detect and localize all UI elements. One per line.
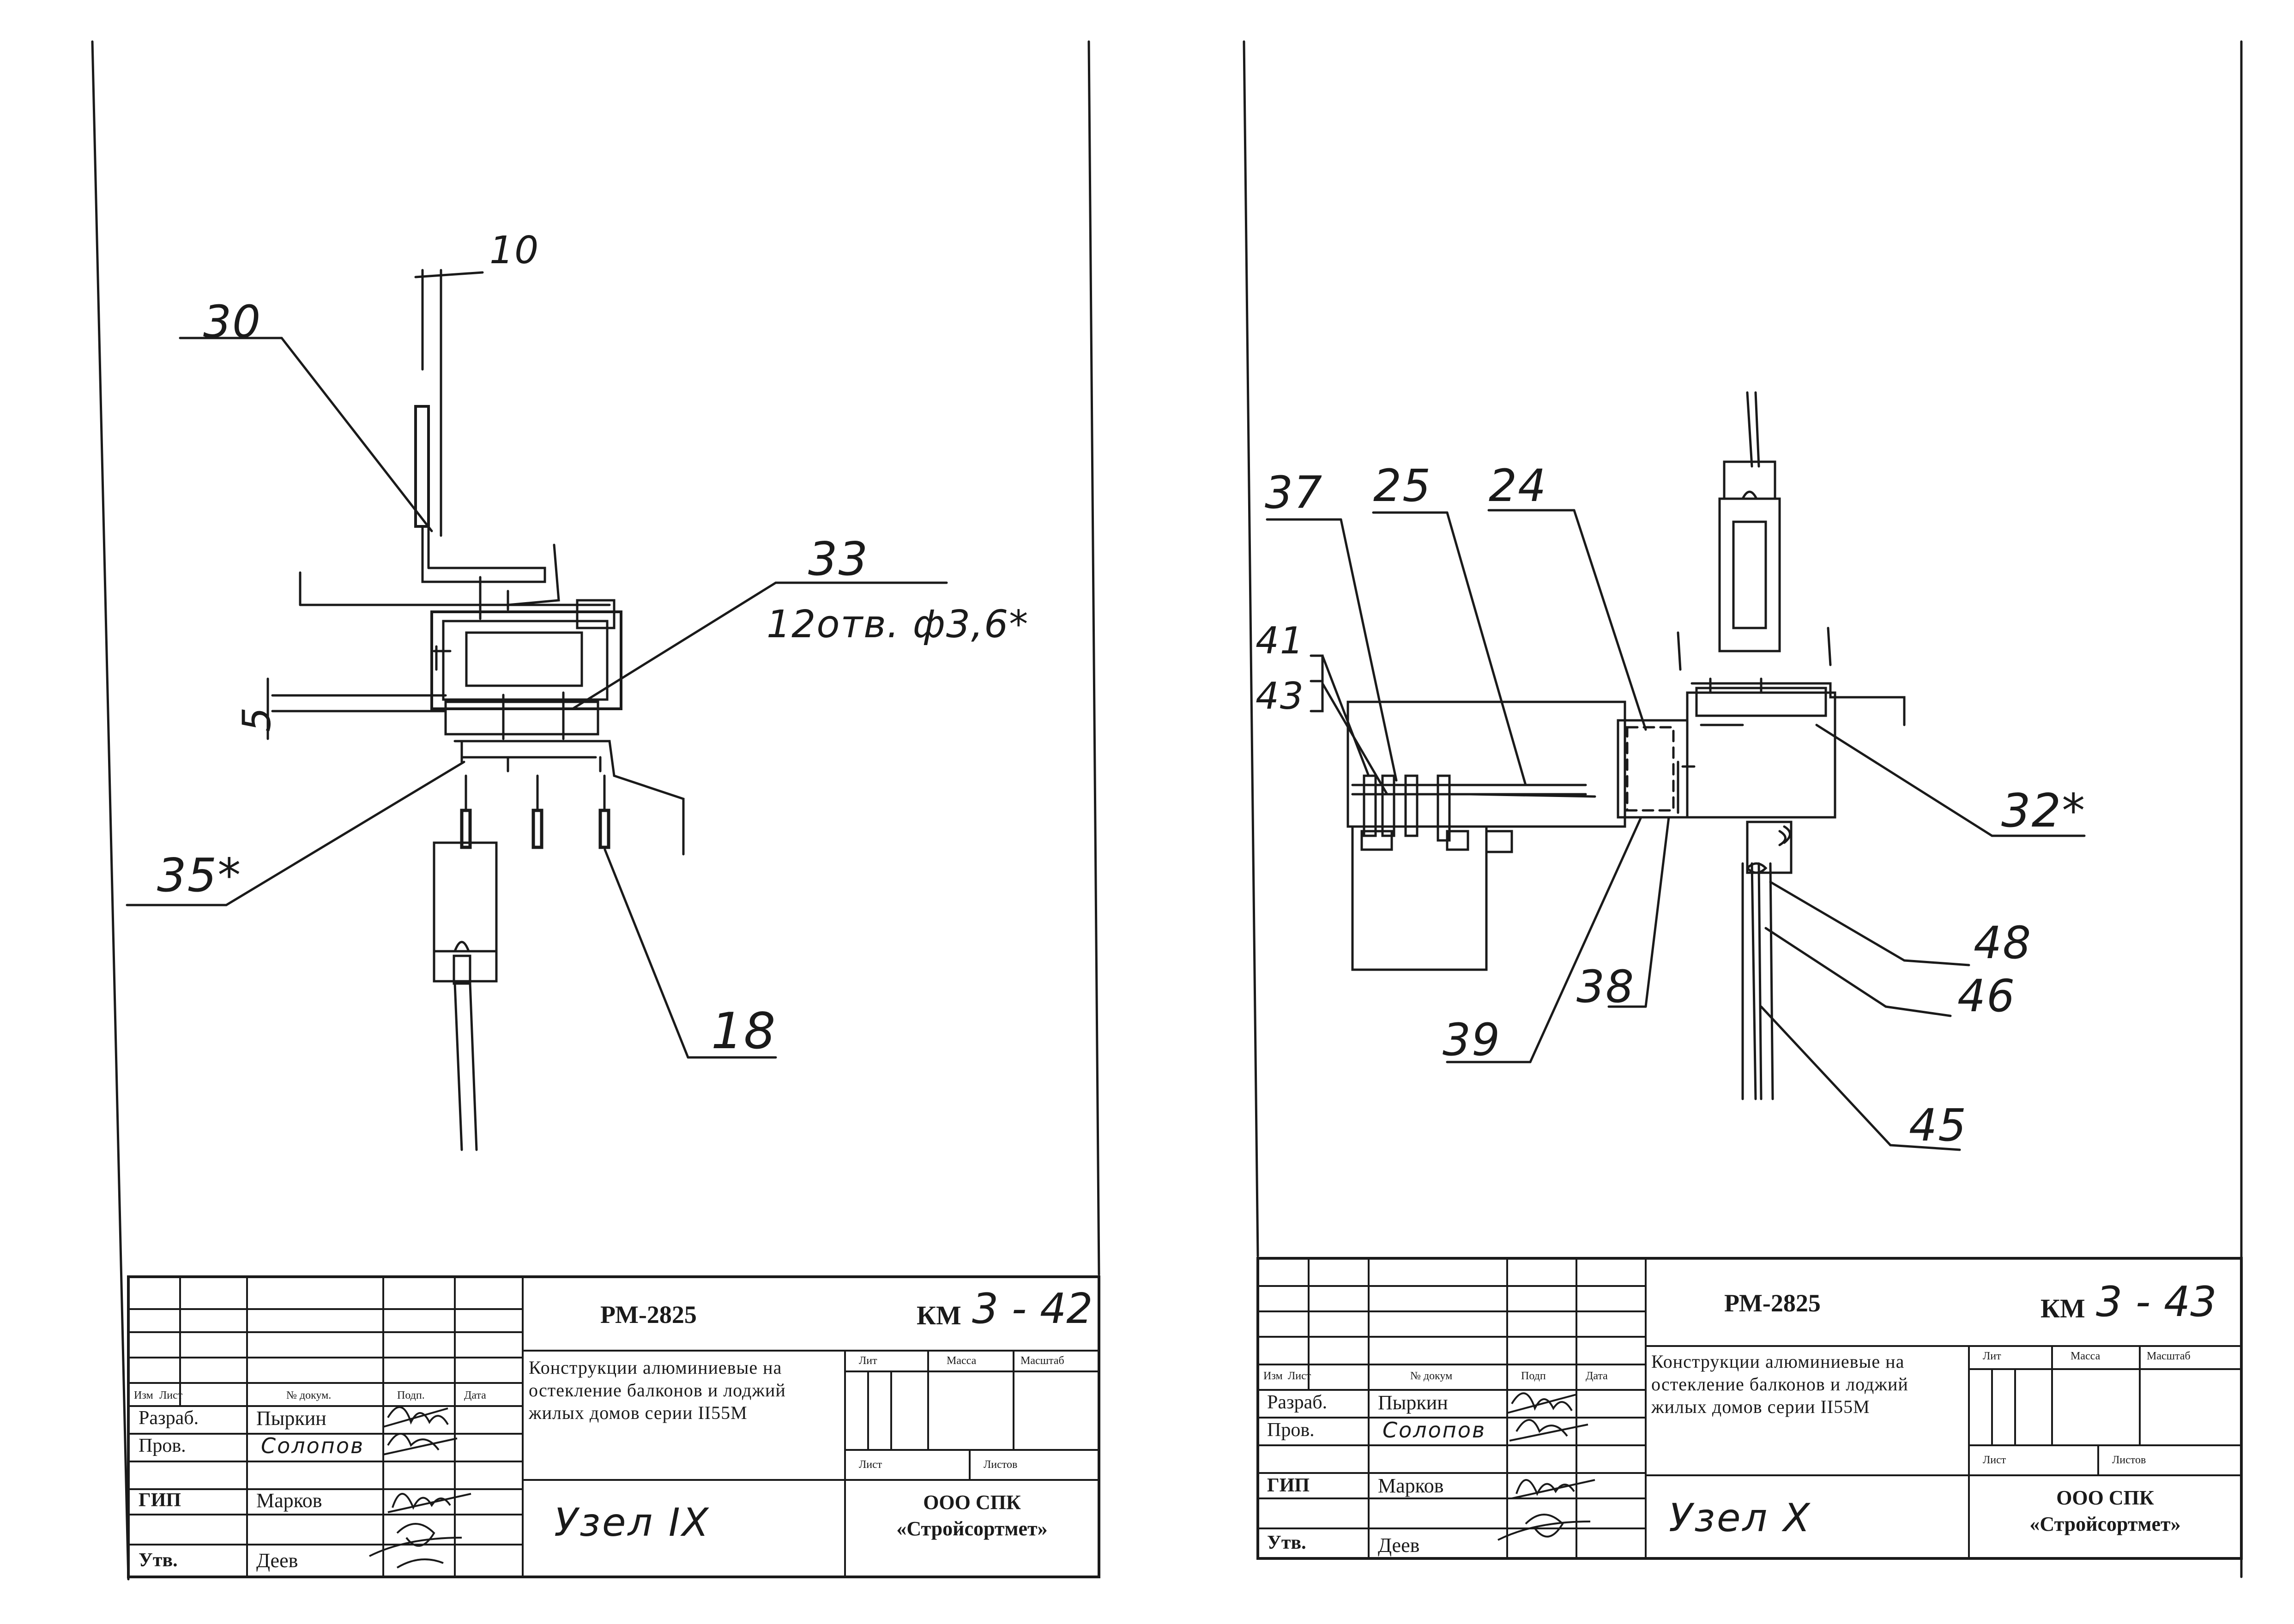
col-header-izm: Изм <box>134 1389 153 1401</box>
label-37: 37 <box>1265 467 1323 519</box>
label-holes: 12отв. ф3,6* <box>767 603 1029 646</box>
right-header-sheets: Листов <box>2112 1454 2146 1466</box>
right-header-sheets: Листов <box>984 1459 1018 1471</box>
right-header-lit: Лит <box>859 1355 877 1367</box>
label-43: 43 <box>1256 675 1304 718</box>
organization-line2: «Стройсортмет» <box>896 1517 1048 1540</box>
col-header-date: Дата <box>464 1389 486 1401</box>
col-header-doc: № докум <box>1410 1370 1453 1382</box>
name-gip: Марков <box>1378 1474 1444 1497</box>
node-label: Узел X <box>1669 1495 1812 1540</box>
name-prov: Солопов <box>1382 1418 1486 1443</box>
right-header-scale: Масштаб <box>1020 1355 1064 1367</box>
role-prov: Пров. <box>1267 1419 1315 1441</box>
sheet-right: 37 25 24 41 43 32* 48 46 38 39 45 <box>1147 0 2294 1624</box>
role-gip: ГИП <box>139 1490 181 1511</box>
role-razrab: Разраб. <box>1267 1392 1328 1413</box>
name-razrab: Пыркин <box>1378 1391 1448 1414</box>
label-38: 38 <box>1576 961 1635 1013</box>
label-25: 25 <box>1373 460 1431 512</box>
role-razrab: Разраб. <box>139 1407 199 1429</box>
label-10: 10 <box>489 229 539 272</box>
label-45: 45 <box>1909 1099 1967 1151</box>
signatures-left <box>369 1406 471 1569</box>
sheet-number: 3 - 43 <box>2096 1278 2217 1326</box>
sheet-prefix: КМ <box>2040 1293 2085 1323</box>
col-header-list: Лист <box>159 1389 183 1401</box>
sheet-left: 10 30 33 12отв. ф3,6* 5 35* 18 <box>91 40 1100 1581</box>
right-header-scale: Масштаб <box>2147 1350 2191 1362</box>
project-description: Конструкции алюминиевые на остекление ба… <box>529 1357 786 1423</box>
label-41: 41 <box>1256 619 1304 662</box>
label-24: 24 <box>1489 460 1547 512</box>
col-header-date: Дата <box>1586 1370 1608 1382</box>
name-utv: Деев <box>1378 1534 1420 1557</box>
right-header-mass: Масса <box>2071 1350 2101 1362</box>
col-header-sign: Подп. <box>397 1389 425 1401</box>
project-code: РМ-2825 <box>600 1301 697 1328</box>
label-46: 46 <box>1957 970 2016 1022</box>
col-header-doc: № докум. <box>286 1389 332 1401</box>
role-utv: Утв. <box>1267 1532 1306 1553</box>
label-35: 35* <box>157 848 241 902</box>
role-prov: Пров. <box>139 1435 186 1456</box>
name-gip: Марков <box>256 1489 322 1512</box>
col-header-izm: Изм <box>1263 1370 1283 1382</box>
name-razrab: Пыркин <box>256 1407 326 1430</box>
organization-line2: «Стройсортмет» <box>2029 1513 2181 1536</box>
name-utv: Деев <box>256 1549 298 1572</box>
right-header-sheet: Лист <box>1983 1454 2006 1466</box>
sheet-number: 3 - 42 <box>972 1285 1093 1333</box>
col-header-sign: Подп <box>1521 1370 1546 1382</box>
organization: ООО СПК «Стройсортмет» <box>845 1489 1099 1542</box>
right-header-mass: Масса <box>947 1355 977 1367</box>
project-code: РМ-2825 <box>1724 1289 1821 1317</box>
label-39: 39 <box>1443 1014 1501 1066</box>
organization-line1: ООО СПК <box>923 1491 1021 1514</box>
node-label: Узел IX <box>554 1500 711 1545</box>
right-header-sheet: Лист <box>859 1459 882 1471</box>
col-header-list: Лист <box>1288 1370 1311 1382</box>
label-32: 32* <box>2001 784 2086 838</box>
organization: ООО СПК «Стройсортмет» <box>1969 1485 2241 1537</box>
label-18: 18 <box>711 1002 776 1060</box>
project-description: Конструкции алюминиевые на остекление ба… <box>1651 1351 1908 1417</box>
role-utv: Утв. <box>139 1550 178 1571</box>
organization-line1: ООО СПК <box>2056 1486 2154 1509</box>
name-prov: Солопов <box>261 1433 365 1458</box>
right-header-lit: Лит <box>1983 1350 2001 1362</box>
role-gip: ГИП <box>1267 1475 1310 1496</box>
drawing-left: 10 30 33 12отв. ф3,6* 5 35* 18 <box>91 40 1100 1581</box>
label-5: 5 <box>234 706 279 732</box>
label-33: 33 <box>808 532 869 586</box>
signatures-right <box>1497 1392 1595 1541</box>
sheet-prefix: КМ <box>917 1300 961 1330</box>
drawing-right: 37 25 24 41 43 32* 48 46 38 39 45 <box>1243 40 2243 1578</box>
label-30: 30 <box>203 296 261 348</box>
label-48: 48 <box>1974 917 2032 969</box>
